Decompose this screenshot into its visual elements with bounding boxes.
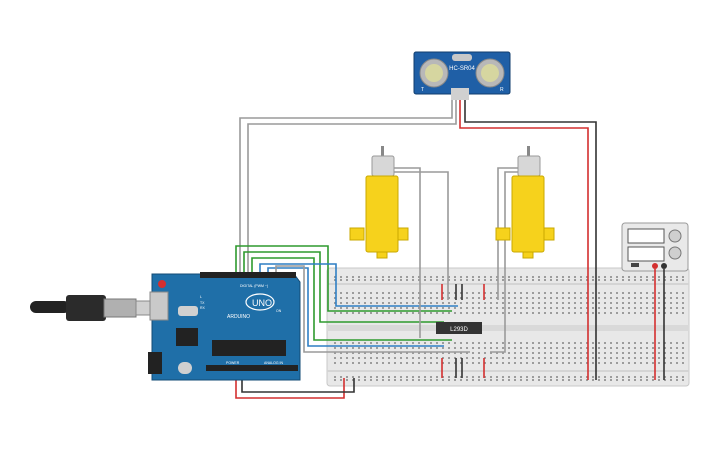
- arduino-brand: ARDUINO: [227, 314, 250, 320]
- analog-header-label: ANALOG IN: [264, 361, 284, 365]
- ultrasonic-sensor[interactable]: HC-SR04 T R: [413, 51, 511, 100]
- digital-header-label: DIGITAL (PWM ~): [240, 284, 268, 288]
- wires: [235, 100, 665, 399]
- dc-motor-right[interactable]: [495, 146, 555, 259]
- motor-driver-chip[interactable]: L293D: [436, 322, 482, 334]
- power-supply-icon[interactable]: [621, 222, 689, 272]
- breadboard-holes: [334, 276, 684, 381]
- on-label: ON: [276, 309, 282, 313]
- breadboard[interactable]: [326, 267, 690, 387]
- usb-cable-icon[interactable]: [30, 295, 159, 321]
- sensor-model-label: HC-SR04: [449, 66, 475, 72]
- tx-label: TX: [200, 301, 205, 305]
- arduino-board[interactable]: ARDUINO UNO DIGITAL (PWM ~) POWER ANALOG…: [148, 272, 301, 381]
- sensor-pin-r-label: R: [500, 87, 504, 93]
- power-header-label: POWER: [226, 361, 240, 365]
- rx-label: RX: [200, 306, 206, 310]
- microcontroller-chip: [212, 340, 286, 356]
- arduino-model: UNO: [252, 298, 272, 308]
- reset-button-icon[interactable]: [158, 280, 166, 288]
- motor-driver-label: L293D: [450, 327, 468, 333]
- dc-motor-left[interactable]: [349, 146, 409, 259]
- l-label: L: [200, 295, 202, 299]
- sensor-pin-t-label: T: [421, 87, 424, 93]
